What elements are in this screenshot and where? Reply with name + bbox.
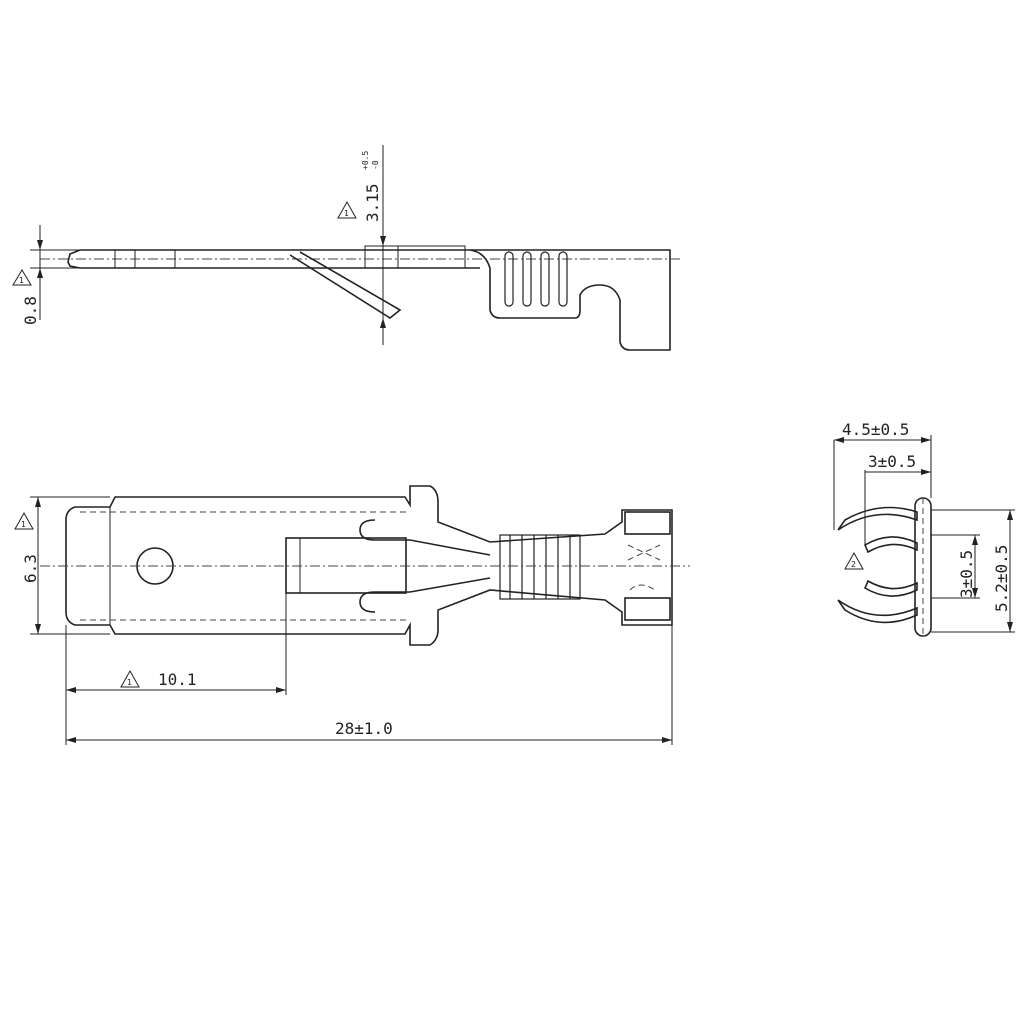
svg-text:2: 2 xyxy=(851,560,856,569)
warning-note-1-icon: 1 xyxy=(12,269,32,286)
dim-outer-barrel-height: 5.2±0.5 xyxy=(992,545,1011,612)
svg-text:1: 1 xyxy=(21,520,26,529)
warning-note-1-icon: 1 xyxy=(14,511,34,530)
svg-text:-0: -0 xyxy=(371,160,380,170)
end-view: 4.5±0.5 3±0.5 3±0.5 5.2±0.5 2 xyxy=(833,420,1015,637)
svg-text:1: 1 xyxy=(127,678,132,687)
dim-tab-width: 3.15 xyxy=(363,183,382,222)
warning-note-2-icon: 2 xyxy=(844,551,864,570)
dim-tab-length: 10.1 xyxy=(158,670,197,689)
top-view: 6.3 1 10.1 1 28±1.0 xyxy=(14,485,690,745)
svg-text:1: 1 xyxy=(19,276,24,285)
warning-note-1-icon: 1 xyxy=(120,669,140,688)
dim-inner-barrel-height: 3±0.5 xyxy=(957,550,976,598)
svg-text:1: 1 xyxy=(344,209,349,218)
dim-thickness: 0.8 xyxy=(21,296,40,325)
dim-outer-barrel-width: 4.5±0.5 xyxy=(842,420,909,439)
svg-text:+0.5: +0.5 xyxy=(361,151,370,170)
side-view: 0.8 1 3.15 +0.5 -0 1 xyxy=(12,145,680,351)
dim-total-length: 28±1.0 xyxy=(335,719,393,738)
warning-note-1-icon: 1 xyxy=(337,200,357,219)
dim-height: 6.3 xyxy=(21,554,40,583)
dim-inner-barrel-width: 3±0.5 xyxy=(868,452,916,471)
